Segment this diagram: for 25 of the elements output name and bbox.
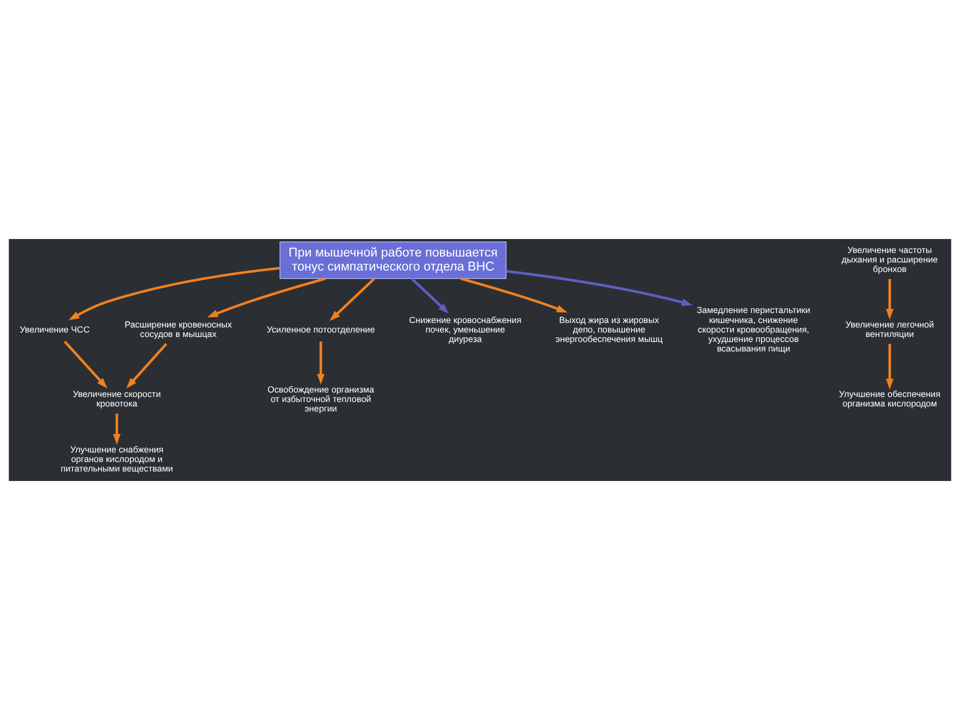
arrow <box>460 277 568 312</box>
arrow <box>126 343 168 388</box>
node-text: Увеличение частоты дыхания и расширение бронхов <box>842 245 938 274</box>
node-text: Увеличение ЧСС <box>20 324 90 334</box>
node-text: Увеличение легочной вентиляции <box>845 320 934 340</box>
node-text: Выход жира из жировых депо, повышение энергообеспечения мышц <box>555 314 663 344</box>
arrow <box>113 414 121 445</box>
node-text: Расширение кровеносных сосудов в мышцах <box>124 320 232 340</box>
node-text: Улучшение снабжения органов кислородом и питательными веществами <box>60 444 173 474</box>
node-text: Снижение кровоснабжения почек, уменьшение диуреза <box>409 314 522 344</box>
arrow <box>330 278 376 322</box>
node-text: Увеличение скорости кровотока <box>72 389 161 409</box>
arrow <box>68 266 280 320</box>
node-text: Освобождение организма от избыточной тепловой энергии <box>267 384 374 414</box>
node-text: Усиленное потоотделение <box>266 324 375 334</box>
arrow <box>886 279 894 320</box>
arrow <box>506 270 693 306</box>
arrow <box>410 278 449 314</box>
node-text: Улучшение обеспечения организма кислородом <box>839 389 940 409</box>
arrow <box>207 277 326 318</box>
arrow <box>64 340 108 388</box>
node-box: При мышечной работе повышается тонус симпатического отдела ВНС <box>280 242 506 279</box>
arrow <box>886 344 894 390</box>
arrow <box>317 342 325 385</box>
node-text: Замедление перистальтики кишечника, снижение скорости кровообращения, ухудшение процессов всасывания пищи <box>696 305 810 354</box>
